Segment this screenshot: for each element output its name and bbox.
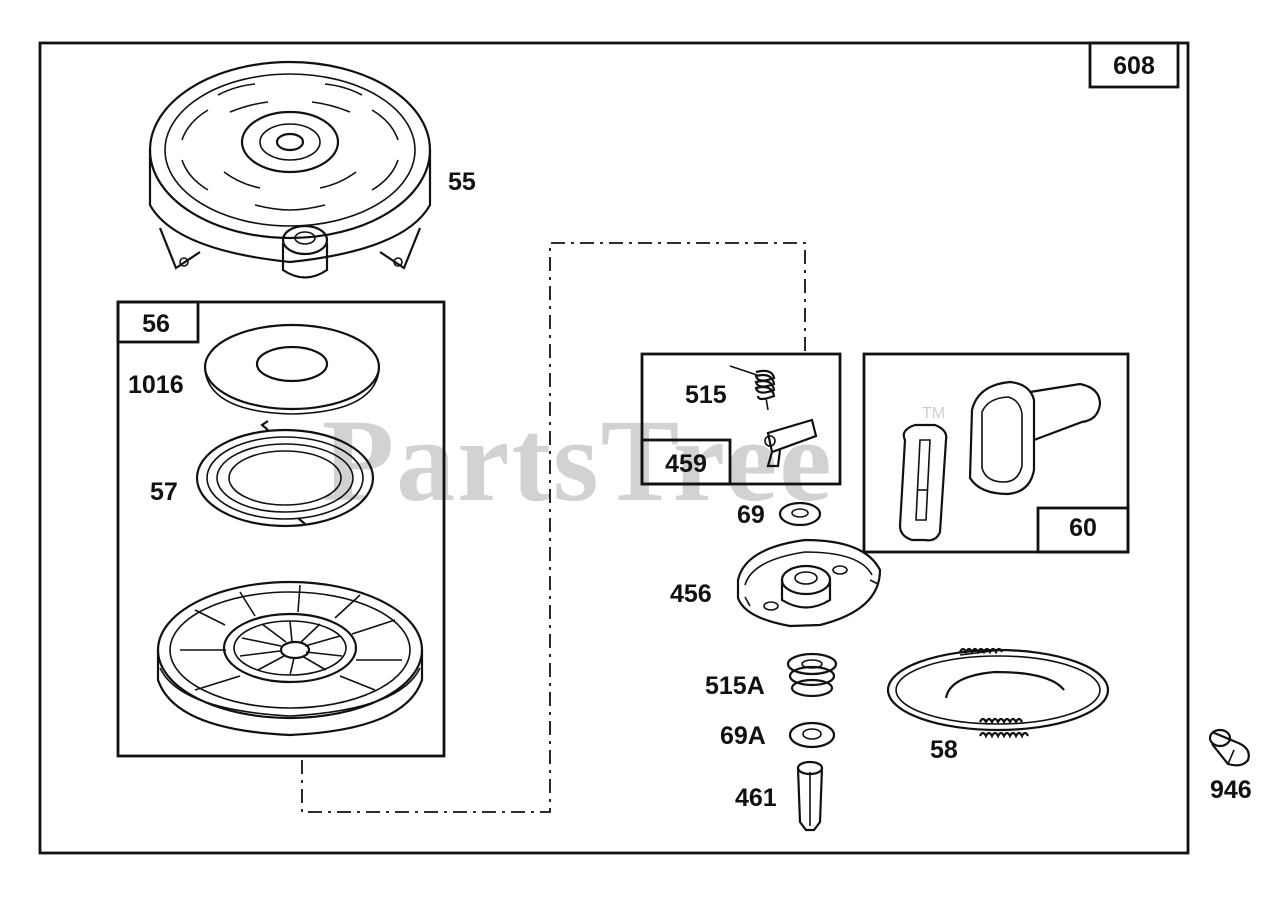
rope-58-drawing (886, 647, 1110, 739)
spring-515a-drawing (786, 652, 838, 698)
part-1016-label: 1016 (128, 371, 184, 399)
washer-69-drawing (778, 501, 822, 527)
blower-housing-drawing (148, 60, 432, 279)
pin-461-drawing (796, 760, 824, 832)
part-946-label: 946 (1210, 776, 1252, 804)
part-515a-label: 515A (705, 672, 765, 700)
part-69a-label: 69A (720, 722, 766, 750)
group-60-id-box (1036, 506, 1130, 554)
part-58-label: 58 (930, 736, 958, 764)
group-60-label: 60 (1069, 514, 1097, 542)
starter-handle-drawing (898, 380, 1102, 542)
watermark: PartsTree (322, 395, 834, 526)
retainer-456-drawing (736, 538, 882, 628)
part-55-label: 55 (448, 168, 476, 196)
group-459-label: 459 (665, 450, 707, 478)
part-461-label: 461 (735, 784, 777, 812)
frame-id-box (1088, 41, 1180, 89)
group-56-id-box (116, 300, 200, 344)
spring-515-drawing (729, 365, 776, 411)
group-56-label: 56 (142, 310, 170, 338)
outer-frame (38, 41, 1190, 855)
washer-69a-drawing (788, 721, 836, 749)
pawl-drawing (764, 418, 818, 468)
connector-line (301, 242, 806, 813)
group-60-box (862, 352, 1130, 554)
part-456-label: 456 (670, 580, 712, 608)
washer-1016-drawing (203, 323, 381, 415)
group-459-box (640, 352, 842, 486)
frame-id-label: 608 (1113, 52, 1155, 80)
part-57-label: 57 (150, 478, 178, 506)
spring-57-drawing (195, 420, 375, 528)
part-69-label: 69 (737, 501, 765, 529)
group-459-id-box (640, 438, 732, 486)
pulley-drawing (156, 580, 424, 737)
part-515-label: 515 (685, 381, 727, 409)
watermark-tm: TM (922, 405, 945, 422)
group-56-box (116, 300, 446, 758)
clip-946-drawing (1208, 728, 1250, 767)
